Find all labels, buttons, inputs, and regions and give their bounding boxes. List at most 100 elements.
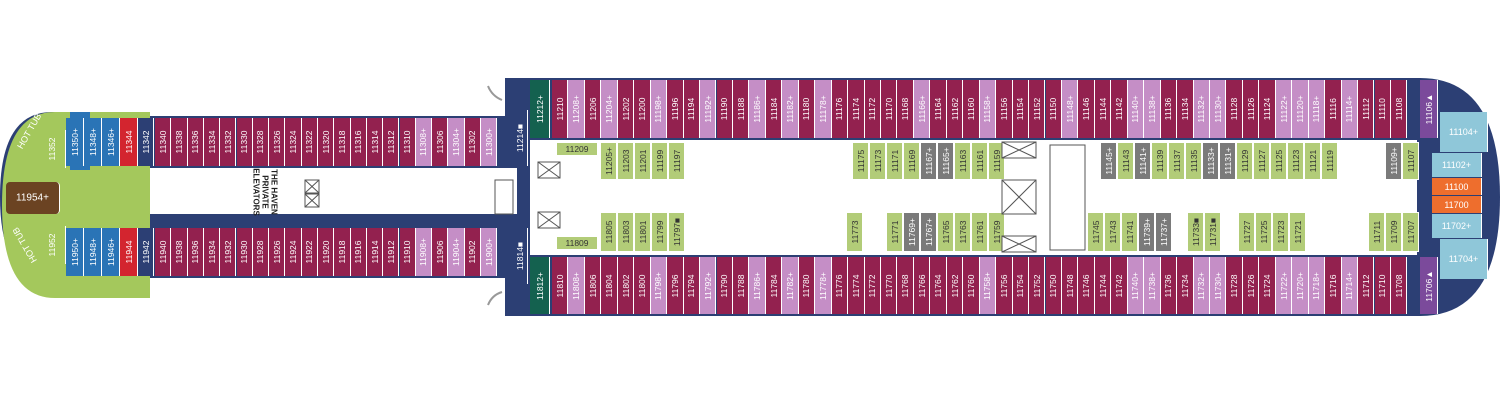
cabin-11723[interactable]: 11723 [1272, 212, 1289, 252]
cabin-11799[interactable]: 11799 [651, 212, 668, 252]
cabin-11814[interactable]: 11814■ [512, 228, 528, 284]
cabin-11148[interactable]: 11148+ [1061, 80, 1079, 138]
cabin-11128[interactable]: 11128 [1226, 80, 1243, 138]
cabin-11940[interactable]: 11940 [155, 228, 172, 276]
cabin-11108[interactable]: 11108 [1390, 80, 1408, 138]
cabin-11806[interactable]: 11806 [584, 257, 602, 314]
cabin-11750[interactable]: 11750 [1045, 257, 1062, 314]
cabin-11162[interactable]: 11162 [946, 80, 964, 138]
cabin-11100[interactable]: 11100 [1432, 178, 1482, 195]
cabin-11942[interactable]: 11942 [138, 228, 154, 276]
cabin-11740[interactable]: 11740+ [1127, 257, 1145, 314]
cabin-11803[interactable]: 11803 [617, 212, 634, 252]
cabin-11769[interactable]: 11769+ [903, 212, 920, 252]
cabin-11733[interactable]: 11733■ [1187, 212, 1204, 252]
cabin-11718[interactable]: 11718+ [1308, 257, 1326, 314]
cabin-11805[interactable]: 11805 [600, 212, 617, 252]
cabin-11314[interactable]: 11314 [366, 118, 384, 166]
cabin-11796[interactable]: 11796 [667, 257, 684, 314]
cabin-11768[interactable]: 11768 [897, 257, 914, 314]
cabin-11308[interactable]: 11308+ [415, 118, 433, 166]
cabin-11318[interactable]: 11318 [334, 118, 351, 166]
cabin-11163[interactable]: 11163 [954, 142, 971, 180]
cabin-11205[interactable]: 11205+ [600, 142, 617, 180]
cabin-11790[interactable]: 11790 [716, 257, 733, 314]
cabin-11304[interactable]: 11304+ [448, 118, 465, 166]
cabin-11165[interactable]: 11165+ [937, 142, 954, 180]
cabin-11700[interactable]: 11700 [1432, 196, 1482, 213]
cabin-11922[interactable]: 11922 [301, 228, 318, 276]
cabin-11716[interactable]: 11716 [1325, 257, 1342, 314]
cabin-11312[interactable]: 11312 [383, 118, 400, 166]
cabin-11706[interactable]: 11706▲ [1420, 257, 1438, 314]
cabin-11202[interactable]: 11202 [617, 80, 635, 138]
cabin-11134[interactable]: 11134 [1177, 80, 1194, 138]
cabin-11129[interactable]: 11129 [1236, 142, 1253, 180]
cabin-11208[interactable]: 11208+ [568, 80, 585, 138]
cabin-11127[interactable]: 11127 [1253, 142, 1270, 180]
cabin-11326[interactable]: 11326 [269, 118, 286, 166]
cabin-11200[interactable]: 11200 [634, 80, 651, 138]
cabin-11731[interactable]: 11731■ [1204, 212, 1221, 252]
cabin-11131[interactable]: 11131+ [1219, 142, 1236, 180]
cabin-11186[interactable]: 11186+ [749, 80, 766, 138]
cabin-11342[interactable]: 11342 [138, 118, 154, 166]
cabin-11702[interactable]: 11702+ [1432, 214, 1482, 238]
cabin-11144[interactable]: 11144 [1094, 80, 1112, 138]
cabin-11156[interactable]: 11156 [996, 80, 1013, 138]
cabin-11725[interactable]: 11725 [1255, 212, 1272, 252]
cabin-11760[interactable]: 11760 [963, 257, 980, 314]
cabin-11350[interactable]: 11350+ [66, 118, 84, 166]
cabin-11124[interactable]: 11124 [1259, 80, 1276, 138]
cabin-11107[interactable]: 11107 [1402, 142, 1419, 180]
cabin-11767[interactable]: 11767+ [920, 212, 937, 252]
cabin-11771[interactable]: 11771 [886, 212, 903, 252]
cabin-11114[interactable]: 11114+ [1341, 80, 1359, 138]
cabin-11135[interactable]: 11135 [1185, 142, 1202, 180]
cabin-11763[interactable]: 11763 [954, 212, 971, 252]
cabin-11198[interactable]: 11198+ [650, 80, 668, 138]
cabin-11132[interactable]: 11132+ [1193, 80, 1210, 138]
cabin-11906[interactable]: 11906 [432, 228, 449, 276]
cabin-11932[interactable]: 11932 [220, 228, 237, 276]
cabin-11178[interactable]: 11178+ [815, 80, 832, 138]
cabin-11782[interactable]: 11782+ [782, 257, 799, 314]
cabin-11745[interactable]: 11745 [1087, 212, 1104, 252]
cabin-11708[interactable]: 11708 [1390, 257, 1408, 314]
cabin-11140[interactable]: 11140+ [1127, 80, 1145, 138]
cabin-11173[interactable]: 11173 [869, 142, 886, 180]
cabin-11792[interactable]: 11792+ [700, 257, 717, 314]
cabin-11908[interactable]: 11908+ [415, 228, 433, 276]
cabin-11756[interactable]: 11756 [996, 257, 1013, 314]
cabin-11720[interactable]: 11720+ [1292, 257, 1309, 314]
cabin-11936[interactable]: 11936 [187, 228, 204, 276]
cabin-11759[interactable]: 11759 [988, 212, 1005, 252]
cabin-11952[interactable]: 11952 [38, 226, 66, 264]
cabin-11732[interactable]: 11732+ [1193, 257, 1210, 314]
cabin-11798[interactable]: 11798+ [650, 257, 668, 314]
cabin-11344[interactable]: 11344 [120, 118, 138, 166]
cabin-11912[interactable]: 11912 [383, 228, 400, 276]
cabin-11721[interactable]: 11721 [1289, 212, 1306, 252]
cabin-11954[interactable]: 11954+ [6, 182, 60, 214]
cabin-11139[interactable]: 11139 [1151, 142, 1168, 180]
cabin-11352[interactable]: 11352 [38, 130, 66, 168]
cabin-11780[interactable]: 11780 [798, 257, 816, 314]
cabin-11209[interactable]: 11209 [556, 142, 598, 156]
cabin-11758[interactable]: 11758+ [979, 257, 997, 314]
cabin-11171[interactable]: 11171 [886, 142, 903, 180]
cabin-11707[interactable]: 11707 [1402, 212, 1419, 252]
cabin-11133[interactable]: 11133+ [1202, 142, 1219, 180]
cabin-11123[interactable]: 11123 [1287, 142, 1304, 180]
cabin-11784[interactable]: 11784 [765, 257, 783, 314]
cabin-11914[interactable]: 11914 [366, 228, 384, 276]
cabin-11764[interactable]: 11764 [930, 257, 947, 314]
cabin-11143[interactable]: 11143 [1117, 142, 1134, 180]
cabin-11116[interactable]: 11116 [1325, 80, 1342, 138]
cabin-11142[interactable]: 11142 [1111, 80, 1128, 138]
cabin-11203[interactable]: 11203 [617, 142, 634, 180]
cabin-11336[interactable]: 11336 [187, 118, 204, 166]
cabin-11762[interactable]: 11762 [946, 257, 964, 314]
cabin-11346[interactable]: 11346+ [102, 118, 120, 166]
cabin-11168[interactable]: 11168 [897, 80, 914, 138]
